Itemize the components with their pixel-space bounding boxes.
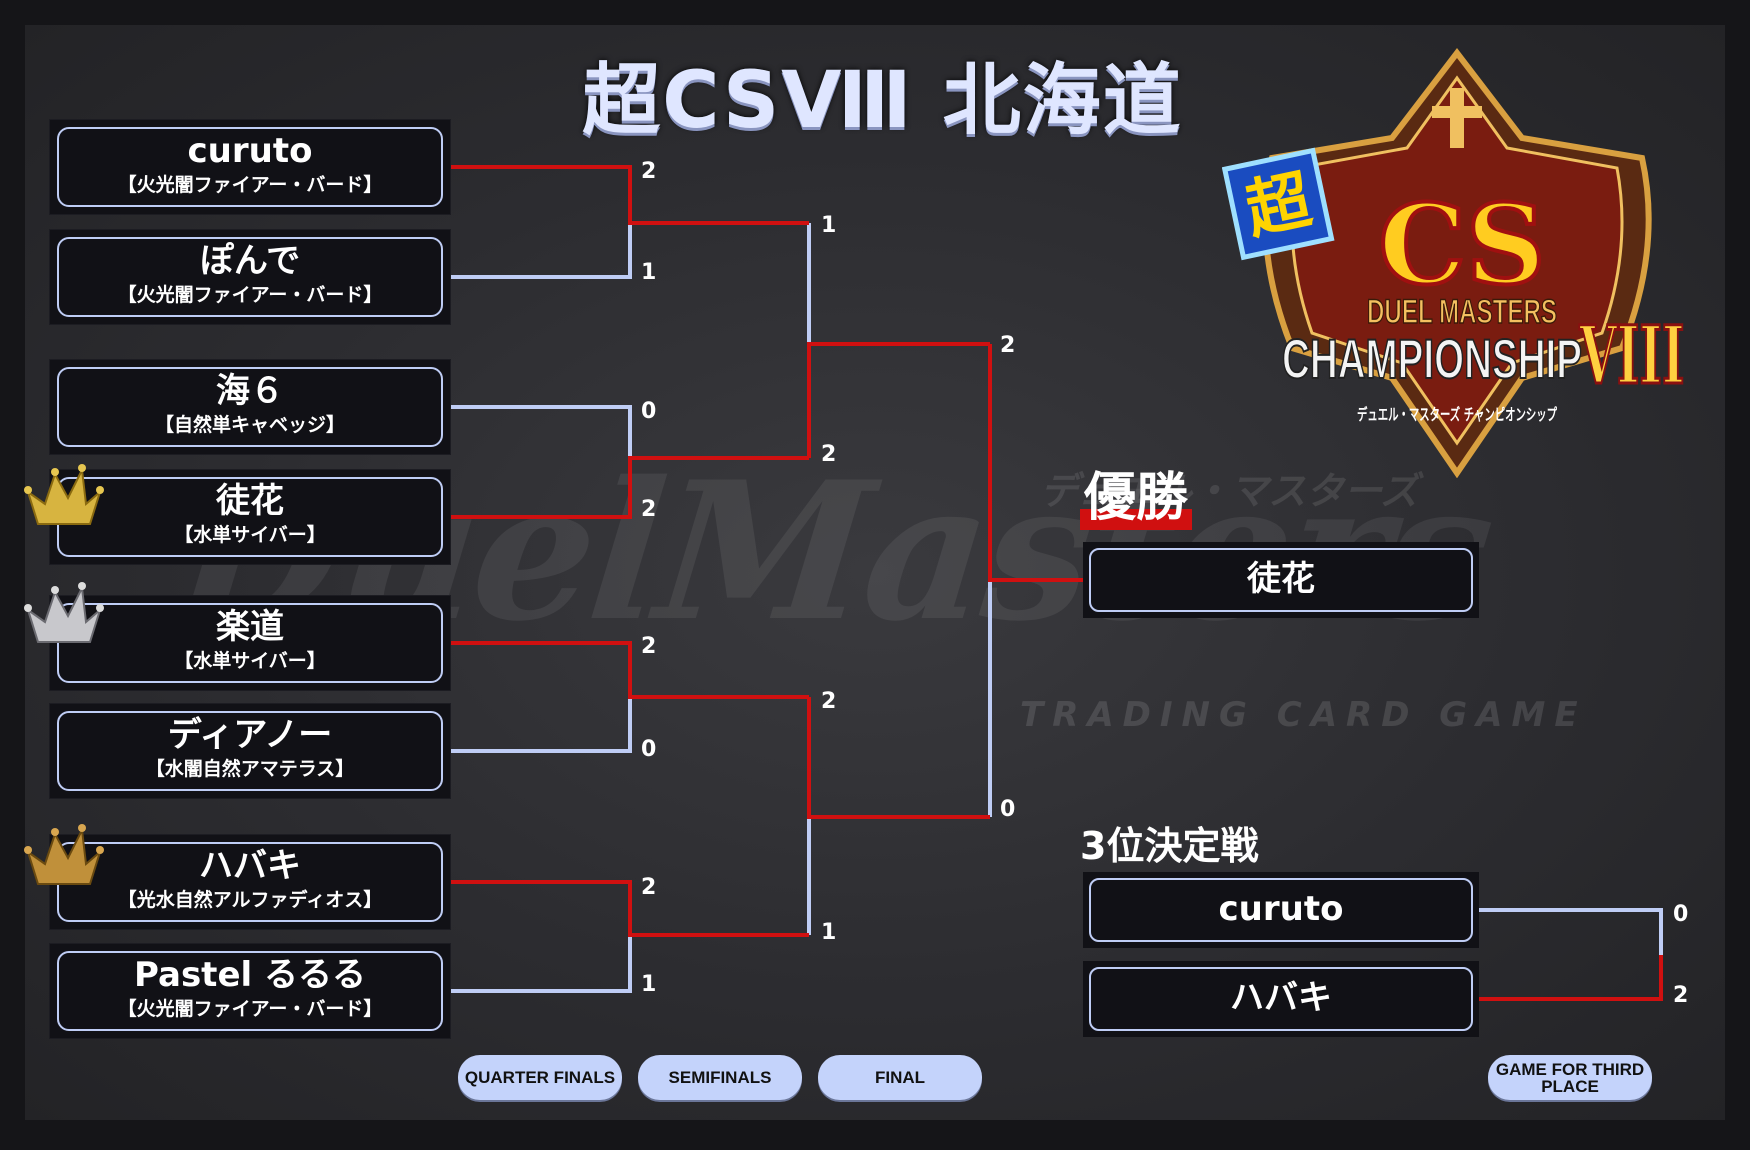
score-qf8: 1 (641, 972, 657, 997)
logo-line1: DUEL MASTERS (1367, 293, 1557, 331)
champion-card[interactable]: 徒花 (1083, 542, 1479, 618)
line-qf2 (446, 223, 632, 279)
line-third-2 (1478, 955, 1663, 1001)
player-name: Pastel るるる (134, 955, 366, 995)
third-place-card-1[interactable]: curuto (1083, 872, 1479, 948)
bronze-crown-icon (24, 824, 104, 885)
player-card-1[interactable]: curuto 【火光闇ファイアー・バード】 (50, 120, 450, 214)
line-qf7 (446, 880, 809, 937)
player-name: 徒花 (216, 481, 284, 521)
logo-numeral: VIII (1579, 308, 1685, 402)
score-qf4: 2 (641, 497, 657, 522)
line-qf8 (446, 935, 632, 993)
logo-jp: デュエル・マスターズ チャンピオンシップ (1357, 405, 1558, 424)
score-qf7: 2 (641, 875, 657, 900)
champion-label: 優勝 (1080, 455, 1193, 530)
player-card-7[interactable]: ハバキ【光水自然アルファディオス】 (50, 835, 450, 929)
line-sf3 (807, 697, 990, 819)
logo-mark: CS (1379, 180, 1546, 309)
player-name: 楽道 (216, 607, 284, 647)
player-deck: 【火光闇ファイアー・バード】 (117, 174, 383, 196)
third-place-card-2[interactable]: ハバキ (1083, 961, 1479, 1037)
score-third-2: 2 (1673, 983, 1689, 1008)
logo-line2: CHAMPIONSHIP (1282, 327, 1582, 390)
player-deck: 【光水自然アルファディオス】 (117, 889, 383, 911)
score-qf6: 0 (641, 737, 657, 762)
score-qf2: 1 (641, 260, 657, 285)
player-deck: 【自然単キャベッジ】 (154, 414, 345, 436)
score-qf1: 2 (641, 159, 657, 184)
line-final-top (988, 344, 1083, 582)
third-place-label: 3位決定戦 (1080, 824, 1259, 868)
score-sf3: 2 (821, 689, 837, 714)
player-name: curuto (187, 131, 313, 171)
score-sf2: 2 (821, 442, 837, 467)
player-name: ハバキ (1230, 978, 1332, 1018)
player-card-3[interactable]: 海６ 【自然単キャベッジ】 (50, 360, 450, 454)
score-qf3: 0 (641, 399, 657, 424)
player-card-8[interactable]: Pastel るるる【火光闇ファイアー・バード】 (50, 944, 450, 1038)
line-qf6 (446, 697, 632, 753)
player-deck: 【水単サイバー】 (174, 524, 326, 546)
silver-crown-icon (24, 582, 104, 643)
player-deck: 【火光闇ファイアー・バード】 (117, 284, 383, 306)
line-third-1 (1478, 908, 1663, 955)
score-third-1: 0 (1673, 902, 1689, 927)
player-card-4[interactable]: 徒花【水単サイバー】 (50, 470, 450, 564)
line-qf4 (446, 456, 809, 519)
player-card-6[interactable]: ディアノー【水闇自然アマテラス】 (50, 704, 450, 798)
player-card-2[interactable]: ぽんで【火光闇ファイアー・バード】 (50, 230, 450, 324)
third-place-button[interactable]: GAME FOR THIRD PLACE (1488, 1055, 1652, 1100)
line-qf3 (446, 405, 632, 458)
watermark-subtitle: TRADING CARD GAME (1020, 695, 1587, 735)
player-name: curuto (1218, 889, 1344, 929)
player-deck: 【水闇自然アマテラス】 (145, 758, 355, 780)
player-name: ハバキ (199, 846, 301, 886)
score-qf5: 2 (641, 634, 657, 659)
player-card-5[interactable]: 楽道【水単サイバー】 (50, 596, 450, 690)
player-name: ディアノー (167, 715, 333, 755)
player-name: ぽんで (199, 241, 301, 281)
player-name: 海６ (216, 371, 284, 411)
quarterfinals-button[interactable]: QUARTER FINALS (458, 1055, 622, 1100)
line-qf1 (446, 165, 809, 225)
score-sf1: 1 (821, 213, 837, 238)
line-qf5 (446, 641, 809, 699)
line-sf2 (807, 342, 990, 458)
score-final-2: 0 (1000, 797, 1016, 822)
score-sf4: 1 (821, 920, 837, 945)
gold-crown-icon (24, 464, 104, 525)
player-deck: 【火光闇ファイアー・バード】 (117, 998, 383, 1020)
page-title: 超CSⅧ 北海道 (582, 56, 1183, 146)
championship-logo: 超 CS DUEL MASTERS CHAMPIONSHIP VIII デュエル… (1222, 48, 1686, 478)
player-deck: 【水単サイバー】 (174, 650, 326, 672)
score-final-1: 2 (1000, 333, 1016, 358)
champion-name: 徒花 (1247, 559, 1315, 599)
final-button[interactable]: FINAL (818, 1055, 982, 1100)
semifinals-button[interactable]: SEMIFINALS (638, 1055, 802, 1100)
